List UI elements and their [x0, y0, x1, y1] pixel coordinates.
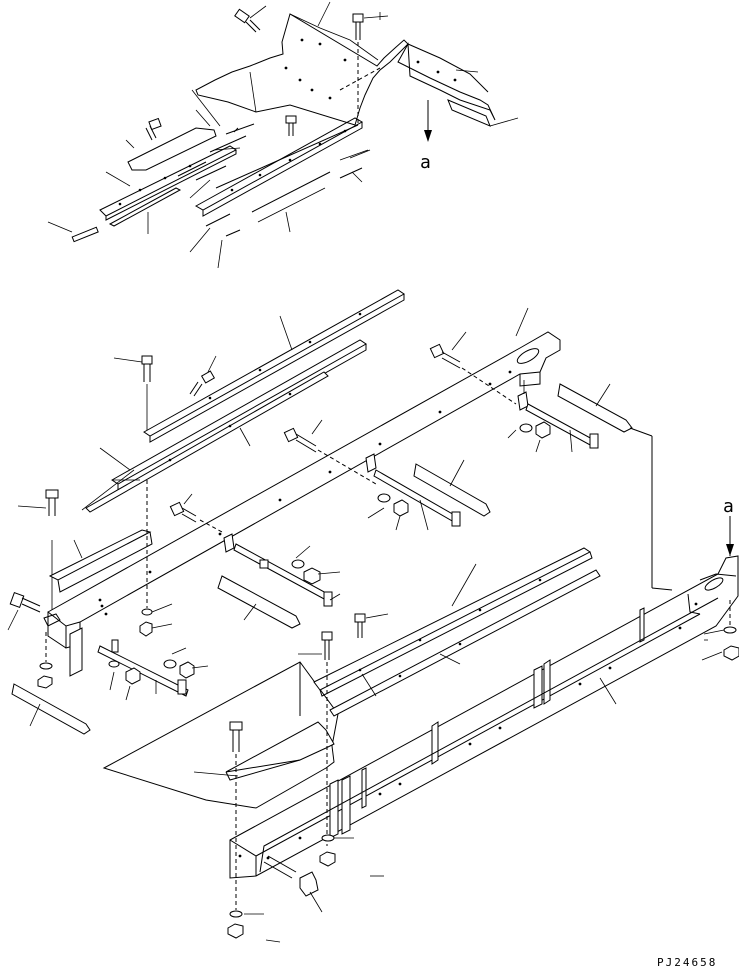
bolt-lower-d — [9, 592, 41, 613]
rail-strip-2 — [215, 124, 359, 189]
view-marker-top: a — [420, 152, 431, 173]
angle-rail-3 — [85, 371, 329, 513]
main-side-frame: a — [102, 496, 739, 943]
drawing-number: PJ24658 — [657, 956, 717, 969]
cover-plate — [195, 13, 409, 126]
pin-top-left — [71, 226, 99, 243]
top-beam — [47, 331, 561, 627]
bolt-lower-c — [45, 489, 59, 516]
bolt-lower-f — [283, 427, 317, 453]
bracket-rod-left — [97, 645, 189, 697]
front-panel — [102, 661, 339, 809]
small-bracket — [447, 99, 491, 127]
bolt-upper-left — [145, 117, 162, 141]
tube-left — [11, 683, 91, 735]
side-member — [229, 555, 739, 879]
bolt-lower-a — [141, 355, 153, 382]
view-marker-right: a — [723, 496, 734, 517]
bolt-front-b — [354, 613, 366, 638]
rail-strip-1 — [194, 117, 364, 211]
tube-right — [557, 383, 633, 433]
upper-cover-assembly: a — [47, 1, 519, 269]
tube-center-left — [217, 575, 301, 629]
side-panel — [397, 42, 496, 121]
bolt-lower-e — [169, 501, 197, 523]
bolt-front-d — [263, 855, 319, 897]
bolt-top-center — [352, 13, 364, 40]
angle-rail-1 — [143, 289, 405, 437]
left-strip — [99, 145, 237, 217]
bolt-front-c — [229, 721, 243, 752]
bolt-upper-center — [285, 115, 297, 136]
bolt-front-a — [321, 631, 333, 660]
lower-frame-assembly — [7, 289, 673, 735]
bolt-lower-b — [189, 370, 216, 397]
bolt-top-left — [234, 8, 261, 33]
tube-center-right — [413, 463, 491, 517]
bolt-lower-g — [429, 343, 461, 369]
